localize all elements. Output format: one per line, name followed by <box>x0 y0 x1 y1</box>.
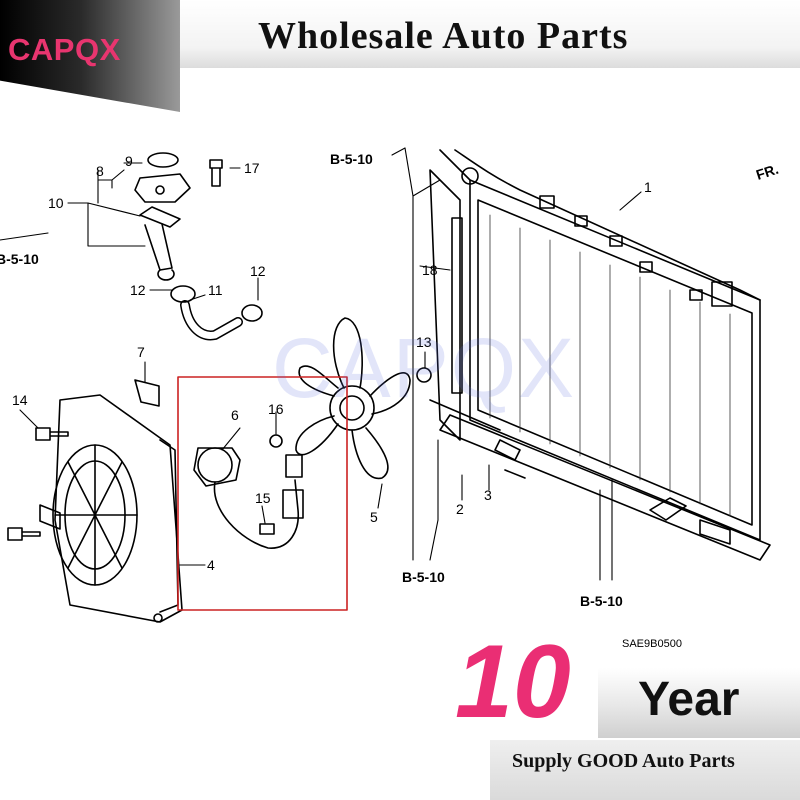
badge-year-word: Year <box>638 673 740 726</box>
highlight-box <box>177 376 348 611</box>
brand-logo: CAPQX <box>8 32 121 67</box>
callout-3: 3 <box>484 487 492 503</box>
callout-4: 4 <box>207 557 215 573</box>
callout-labels: 1 2 3 4 5 6 7 8 9 10 11 12 12 13 14 15 1… <box>12 153 652 573</box>
ref-bottom-right: B-5-10 <box>580 593 623 609</box>
callout-9: 9 <box>125 153 133 169</box>
callout-15: 15 <box>255 490 271 506</box>
title-bar <box>180 0 800 68</box>
side-seal <box>451 217 463 394</box>
fan-shroud <box>39 379 183 623</box>
callout-8: 8 <box>96 163 104 179</box>
callout-1: 1 <box>644 179 652 195</box>
callout-17: 17 <box>244 160 260 176</box>
clamp-left <box>170 285 196 303</box>
bolt-17 <box>209 159 223 187</box>
callout-12-left: 12 <box>130 282 146 298</box>
callout-13: 13 <box>416 334 432 350</box>
callout-18: 18 <box>422 262 438 278</box>
bolt-14 <box>35 427 69 441</box>
year-bar <box>598 668 800 738</box>
clamp-right <box>241 304 263 322</box>
nut-13 <box>416 367 432 383</box>
callout-10: 10 <box>48 195 64 211</box>
ref-top: B-5-10 <box>330 151 373 167</box>
tagline: Supply GOOD Auto Parts <box>512 750 735 772</box>
callout-14: 14 <box>12 392 28 408</box>
callout-6: 6 <box>231 407 239 423</box>
page-title: Wholesale Auto Parts <box>258 15 629 57</box>
radiator-core <box>489 214 731 517</box>
callout-2: 2 <box>456 501 464 517</box>
fan-motor <box>193 434 304 549</box>
callout-11: 11 <box>208 282 223 298</box>
callout-12-right: 12 <box>250 263 266 279</box>
leader-lines <box>0 147 642 581</box>
fan-blades <box>295 317 411 480</box>
badge-number: 10 <box>455 624 571 740</box>
direction-label: FR. <box>754 161 780 183</box>
watermark: CAPQX <box>272 321 577 415</box>
diagram-code: SAE9B0500 <box>622 638 682 650</box>
radiator <box>429 149 771 561</box>
radiator-cap-assembly <box>134 152 191 281</box>
ref-bottom-left: B-5-10 <box>402 569 445 585</box>
callout-5: 5 <box>370 509 378 525</box>
header: CAPQX Wholesale Auto Parts <box>0 0 800 112</box>
tagline-bar <box>490 740 800 800</box>
callout-7: 7 <box>137 344 145 360</box>
callout-16: 16 <box>268 401 284 417</box>
section-refs: B-5-10 B-5-10 B-5-10 B-5-10 FR. <box>0 151 780 609</box>
ref-left: B-5-10 <box>0 251 39 267</box>
